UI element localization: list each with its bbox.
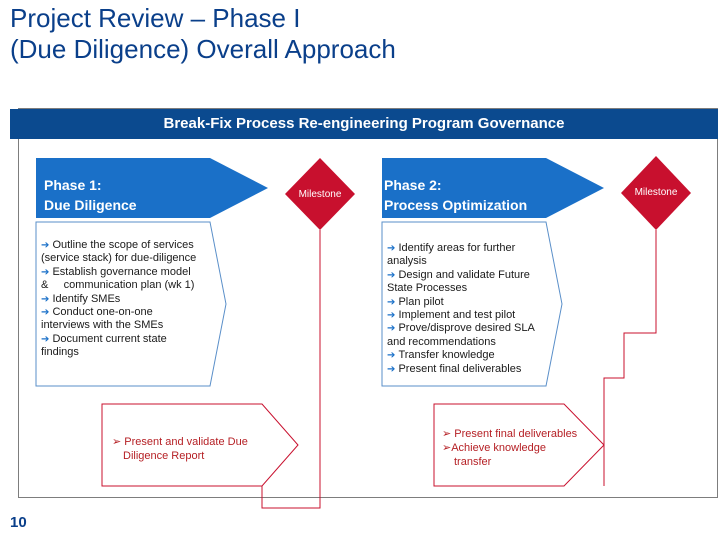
- phase2-bullet-3: ➔ Plan pilot: [387, 295, 444, 308]
- arrow-right-icon: ➔: [41, 240, 50, 251]
- phase1-deliverable-shape: [101, 403, 299, 487]
- phase2-deliverable-line3: transfer: [454, 456, 492, 468]
- phase1-bullet-5: ➔ Document current state: [41, 332, 167, 345]
- phase1-title-line1: Phase 1:: [44, 177, 102, 193]
- phase1-bullet-list: ➔ Outline the scope of services (service…: [41, 239, 221, 360]
- arrowhead-bullet-icon: ➢: [112, 436, 122, 448]
- phase1-header-shape: [36, 158, 268, 218]
- phase1-deliverable-line2: Diligence Report: [123, 450, 205, 462]
- phase1-title-line2: Due Diligence: [44, 197, 137, 213]
- phase1-deliverable-line1: ➢ Present and validate Due: [112, 436, 248, 448]
- phase2-bullet-6: ➔ Transfer knowledge: [387, 349, 495, 362]
- phase2-title-line2: Process Optimization: [384, 197, 528, 213]
- arrow-right-icon: ➔: [387, 269, 396, 281]
- arrow-right-icon: ➔: [387, 243, 396, 254]
- phase2-bullet-4: ➔ Implement and test pilot: [387, 309, 516, 322]
- phase1-bullet-2: ➔ Establish governance model: [41, 265, 191, 278]
- phase2-deliverable-line1: ➢ Present final deliverables: [442, 428, 578, 440]
- arrow-right-icon: ➔: [387, 350, 396, 362]
- phase1-bullet-4: ➔ Conduct one-on-one: [41, 306, 153, 319]
- phase2-title: Phase 2: Process Optimization: [384, 175, 527, 215]
- governance-banner-text: Break-Fix Process Re-engineering Program…: [163, 115, 565, 132]
- phase2-deliverable-line2: ➢Achieve knowledge: [442, 442, 547, 454]
- phase2-title-line1: Phase 2:: [384, 177, 442, 193]
- arrow-right-icon: ➔: [387, 310, 396, 322]
- phase2-bullet-1-cont: analysis: [387, 255, 427, 268]
- governance-banner: [10, 109, 718, 139]
- phase2-deliverable-shape: [433, 403, 605, 487]
- page-number: 10: [10, 514, 27, 531]
- phase2-bullet-5: ➔ Prove/disprove desired SLA: [387, 322, 535, 335]
- arrowhead-bullet-icon: ➢: [442, 442, 452, 454]
- phase2-body-shape: [381, 221, 563, 387]
- phase2-bullet-5-cont: and recommendations: [387, 335, 496, 348]
- phase1-bullet-5-cont: findings: [41, 346, 79, 359]
- arrow-right-icon: ➔: [41, 333, 50, 345]
- arrow-right-icon: ➔: [387, 363, 396, 375]
- slide-title: Project Review – Phase I (Due Diligence)…: [10, 3, 396, 65]
- phase1-bullet-1: ➔ Outline the scope of services: [41, 239, 194, 251]
- arrow-right-icon: ➔: [387, 323, 396, 335]
- title-line-2: (Due Diligence) Overall Approach: [10, 34, 396, 64]
- phase2-bullet-7: ➔ Present final deliverables: [387, 362, 522, 375]
- arrow-right-icon: ➔: [387, 296, 396, 308]
- milestone2-label: Milestone: [634, 187, 678, 198]
- milestone2-connector: [603, 230, 657, 486]
- milestone2-diamond: [621, 156, 691, 230]
- phase2-bullet-2-cont: State Processes: [387, 282, 468, 295]
- phase1-bullet-1-cont: (service stack) for due-diligence: [41, 252, 197, 265]
- milestone1-connector: [261, 230, 321, 509]
- milestone1-label: Milestone: [298, 189, 342, 200]
- phase1-bullet-4-cont: interviews with the SMEs: [41, 319, 164, 332]
- phase1-deliverable-text: ➢ Present and validate Due Diligence Rep…: [112, 435, 272, 463]
- phase1-bullet-2-cont: & communication plan (wk 1): [41, 279, 195, 292]
- phase2-bullet-1: ➔ Identify areas for further: [387, 242, 516, 254]
- arrow-right-icon: ➔: [41, 293, 50, 305]
- milestone1-diamond: [285, 158, 355, 230]
- phase1-title: Phase 1: Due Diligence: [44, 175, 137, 215]
- arrow-right-icon: ➔: [41, 307, 50, 319]
- phase2-header-shape: [382, 158, 604, 218]
- phase2-deliverable-text: ➢ Present final deliverables ➢Achieve kn…: [442, 427, 602, 469]
- phase1-body-shape: [35, 221, 227, 387]
- title-line-1: Project Review – Phase I: [10, 3, 301, 33]
- phase2-bullet-2: ➔ Design and validate Future: [387, 268, 530, 281]
- arrow-right-icon: ➔: [41, 266, 50, 278]
- phase2-bullet-list: ➔ Identify areas for further analysis ➔ …: [387, 242, 559, 376]
- arrowhead-bullet-icon: ➢: [442, 428, 452, 440]
- phase1-bullet-3: ➔ Identify SMEs: [41, 292, 121, 305]
